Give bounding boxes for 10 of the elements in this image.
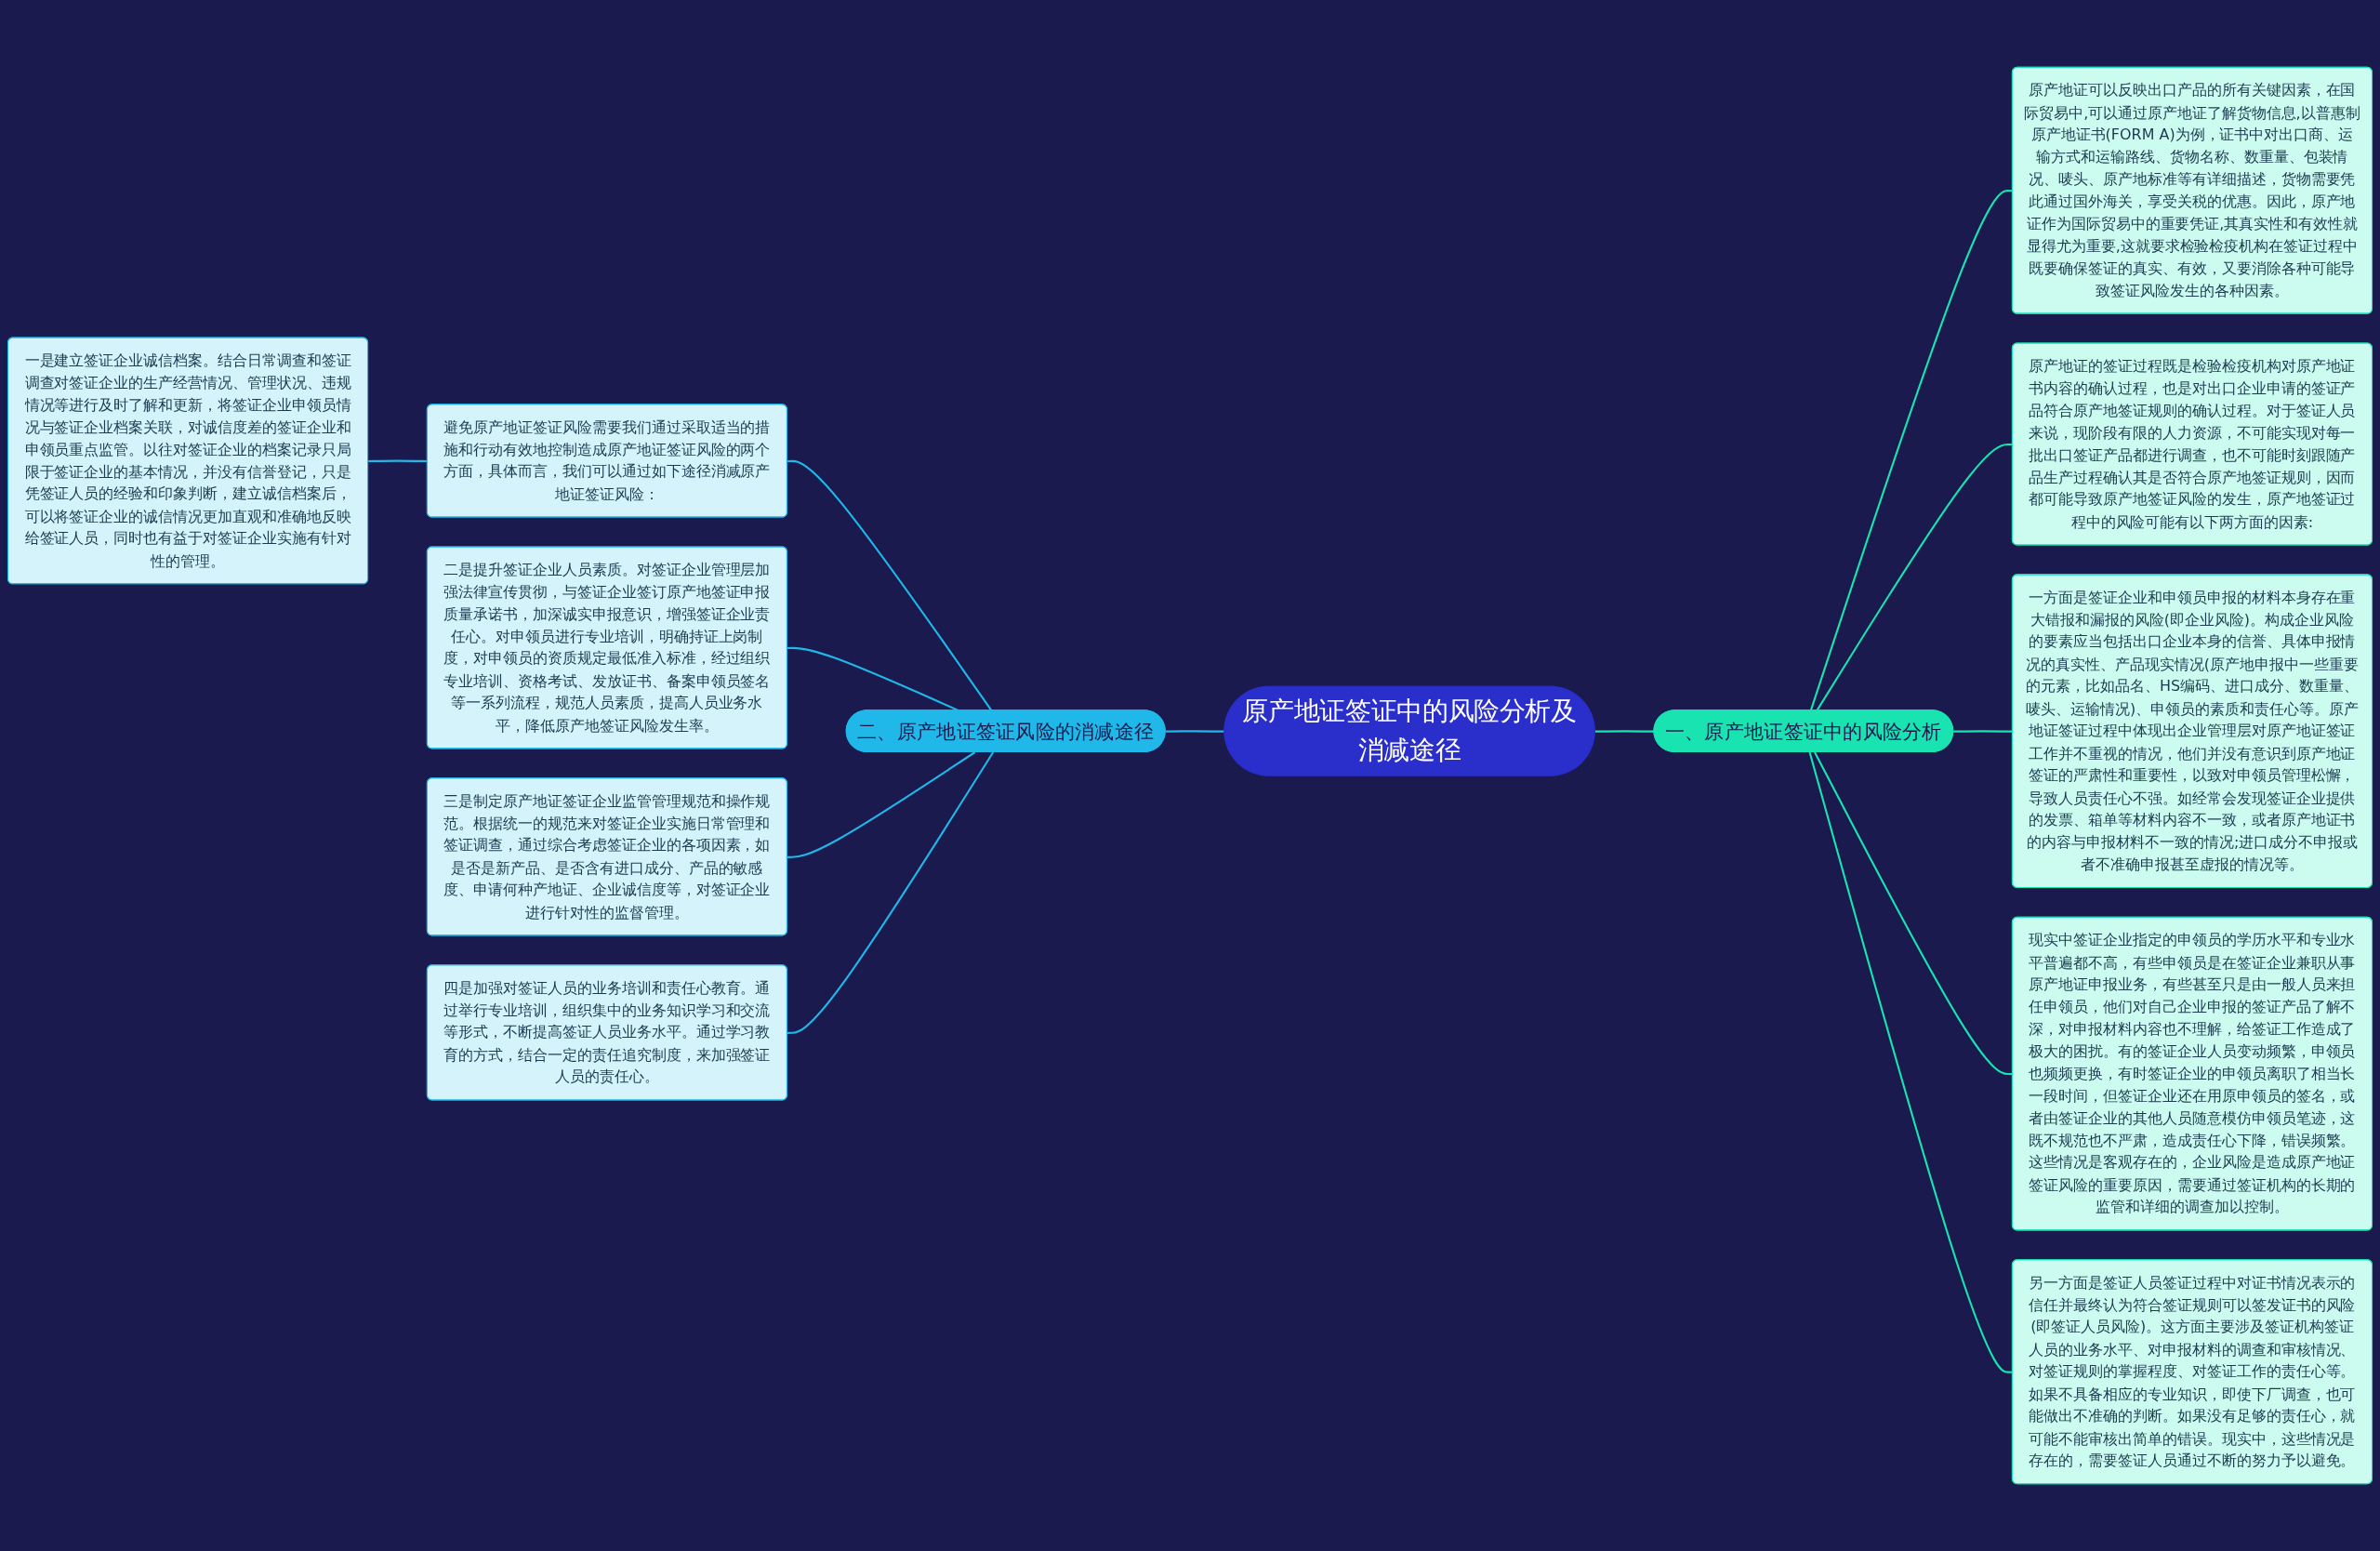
connector	[1808, 751, 2013, 1373]
connector	[787, 459, 993, 711]
connector	[1594, 730, 1655, 733]
connector	[368, 459, 428, 463]
connector	[1953, 730, 2013, 733]
connector	[1816, 443, 2013, 711]
connector	[787, 751, 995, 1034]
connector	[787, 751, 976, 858]
connector	[1809, 190, 2013, 711]
connector	[1814, 751, 2013, 1076]
